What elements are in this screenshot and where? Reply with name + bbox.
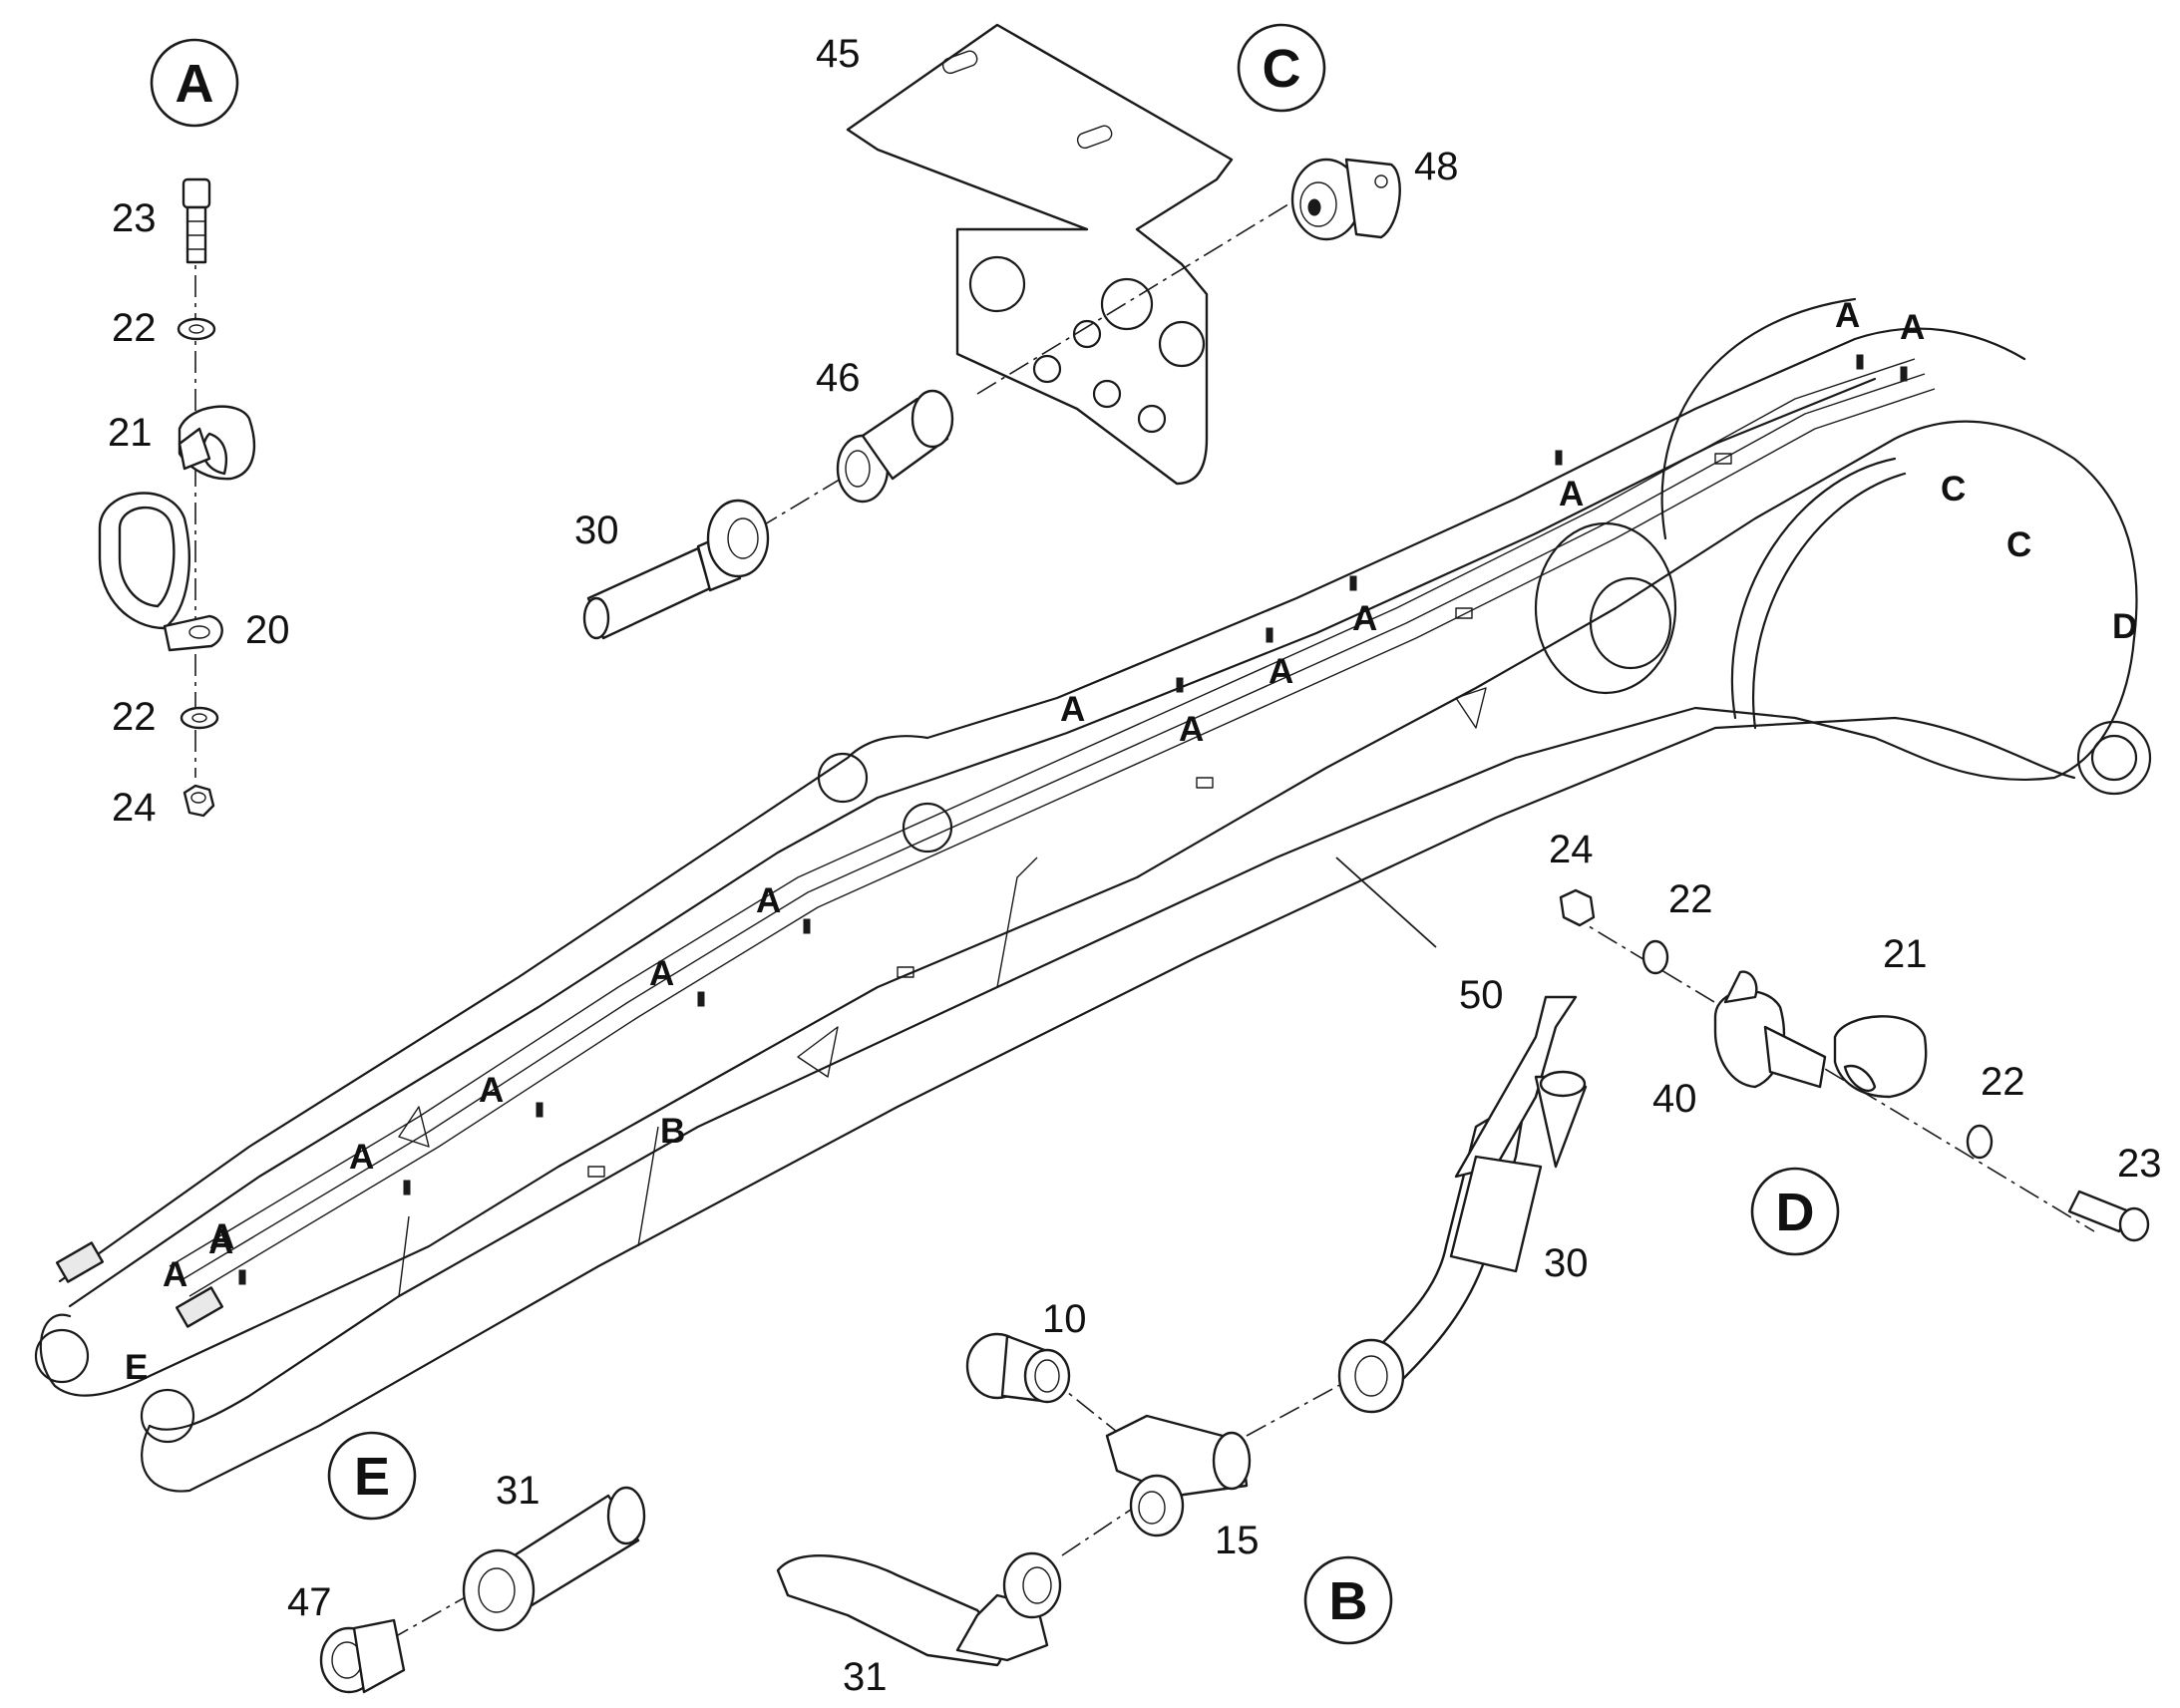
part-number: 23 <box>2117 1142 2162 1186</box>
callout-letter: A <box>479 1071 504 1110</box>
detail-label-e: E <box>327 1431 417 1521</box>
part-number: 40 <box>1652 1077 1697 1121</box>
boom-assembly <box>34 297 2152 1493</box>
part-number: 46 <box>816 356 861 400</box>
part-number: 31 <box>496 1469 541 1513</box>
callout-letter: A <box>1269 652 1293 691</box>
part-number: 15 <box>1215 1519 1260 1562</box>
part-number: 20 <box>245 608 290 652</box>
svg-text:A: A <box>176 54 214 114</box>
callout-letter: A <box>1900 308 1925 347</box>
part-number: 22 <box>112 695 157 739</box>
detail-label-d: D <box>1750 1167 1840 1256</box>
callout-letter: A <box>1559 475 1584 513</box>
detail-e-hose-assembly <box>319 1486 646 1694</box>
part-number-labels: 23 22 21 20 22 24 45 48 46 30 24 22 21 4… <box>108 32 2162 1699</box>
part-number: 21 <box>108 411 153 455</box>
callout-letter: A <box>1835 296 1860 335</box>
part-number: 45 <box>816 32 861 76</box>
part-number: 47 <box>287 1580 332 1624</box>
part-number: 50 <box>1459 973 1504 1017</box>
part-number: 23 <box>112 196 157 240</box>
callout-letter: A <box>756 881 781 920</box>
part-number: 21 <box>1883 932 1928 976</box>
callout-letter: E <box>125 1348 148 1387</box>
svg-text:D: D <box>1776 1183 1815 1242</box>
detail-label-c: C <box>1237 23 1326 113</box>
detail-c-bracket-assembly <box>582 23 1401 640</box>
detail-d-clamp-assembly <box>1559 888 2150 1242</box>
part-number: 48 <box>1414 145 1459 188</box>
part-number: 24 <box>112 786 157 830</box>
detail-a-clamp-assembly <box>98 177 256 818</box>
part-number: 30 <box>1544 1241 1589 1285</box>
part-number: 22 <box>112 306 157 350</box>
callout-letter: B <box>660 1112 685 1151</box>
part-number: 30 <box>574 509 619 552</box>
callout-letter: C <box>2006 525 2031 564</box>
callout-letter: A <box>1179 710 1204 749</box>
part-number: 22 <box>1668 877 1713 921</box>
callout-letter: A <box>163 1255 187 1294</box>
svg-text:B: B <box>1329 1571 1368 1631</box>
part-number: 22 <box>1981 1060 2025 1104</box>
callout-letter: A <box>1352 599 1377 638</box>
boom-callout-labels: A A A C C D A A A A A A A A A B A A A E <box>125 296 2137 1387</box>
svg-text:E: E <box>354 1447 390 1507</box>
callout-letter: C <box>1941 470 1966 509</box>
callout-letter: A <box>208 1222 233 1261</box>
svg-text:C: C <box>1263 39 1301 99</box>
callout-letter: A <box>649 954 674 993</box>
callout-letter: A <box>209 1217 234 1256</box>
part-number: 31 <box>843 1655 888 1699</box>
detail-label-b: B <box>1303 1555 1393 1645</box>
detail-b-tee-assembly <box>776 995 1588 1667</box>
callout-letter: A <box>349 1138 374 1177</box>
part-number: 10 <box>1042 1297 1087 1341</box>
callout-letter: A <box>1060 690 1085 729</box>
callout-letter: D <box>2112 607 2137 646</box>
detail-label-a: A <box>150 38 239 128</box>
part-number: 24 <box>1549 828 1594 871</box>
